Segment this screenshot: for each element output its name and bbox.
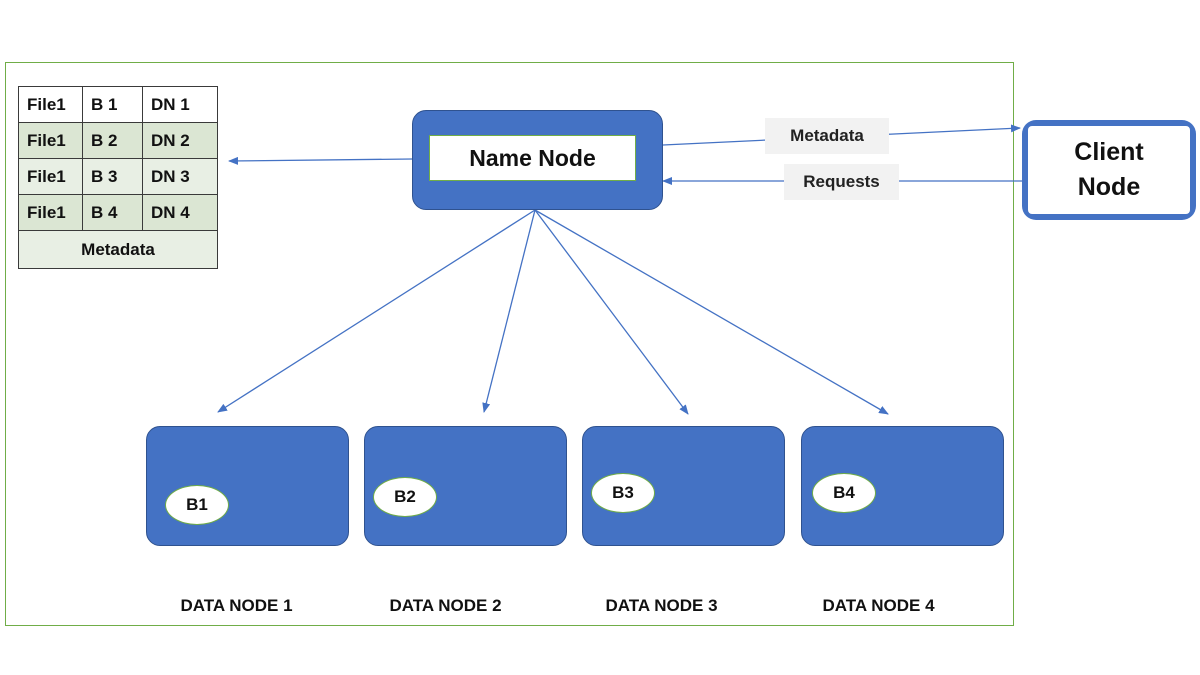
arrow-namenode-to-metadata <box>228 156 413 165</box>
block-b3: B3 <box>591 473 655 513</box>
block-b1: B1 <box>165 485 229 525</box>
table-cell: File1 <box>18 86 83 123</box>
data-node-1: B1 <box>146 426 349 546</box>
metadata-table-caption: Metadata <box>18 230 218 269</box>
table-cell: DN 3 <box>142 158 218 195</box>
table-cell: DN 4 <box>142 194 218 231</box>
arrow-to-datanode-1 <box>217 209 536 413</box>
table-cell: DN 2 <box>142 122 218 159</box>
client-node-label-line2: Node <box>1077 173 1141 201</box>
arrow-to-datanode-3 <box>534 209 689 415</box>
hdfs-cluster-frame <box>5 62 1014 626</box>
table-cell: B 1 <box>82 86 143 123</box>
metadata-edge-label: Metadata <box>765 118 889 154</box>
arrow-to-datanode-2 <box>482 209 536 413</box>
data-node-4: B4 <box>801 426 1004 546</box>
client-node-label-line1: Client <box>1074 138 1144 166</box>
table-cell: B 2 <box>82 122 143 159</box>
client-node-label: Client Node <box>1028 126 1190 214</box>
table-footer-row: Metadata <box>18 230 218 269</box>
client-node: Client Node <box>1022 120 1196 220</box>
data-node-3: B3 <box>582 426 785 546</box>
data-node-2-label: DATA NODE 2 <box>389 596 502 615</box>
table-cell: DN 1 <box>142 86 218 123</box>
data-node-1-label: DATA NODE 1 <box>180 596 293 615</box>
data-node-3-label: DATA NODE 3 <box>605 596 718 615</box>
metadata-table: File1 B 1 DN 1 File1 B 2 DN 2 File1 B 3 … <box>18 86 218 269</box>
table-cell: File1 <box>18 122 83 159</box>
name-node-label: Name Node <box>429 135 636 181</box>
table-cell: B 4 <box>82 194 143 231</box>
block-b2: B2 <box>373 477 437 517</box>
table-cell: File1 <box>18 158 83 195</box>
data-node-4-label: DATA NODE 4 <box>822 596 935 615</box>
table-row: File1 B 3 DN 3 <box>18 158 218 195</box>
name-node: Name Node <box>412 110 663 210</box>
requests-edge-label: Requests <box>784 164 899 200</box>
table-row: File1 B 4 DN 4 <box>18 194 218 231</box>
data-node-2: B2 <box>364 426 567 546</box>
table-cell: File1 <box>18 194 83 231</box>
block-b4: B4 <box>812 473 876 513</box>
table-row: File1 B 1 DN 1 <box>18 86 218 123</box>
table-cell: B 3 <box>82 158 143 195</box>
table-row: File1 B 2 DN 2 <box>18 122 218 159</box>
arrow-to-datanode-4 <box>534 209 889 415</box>
